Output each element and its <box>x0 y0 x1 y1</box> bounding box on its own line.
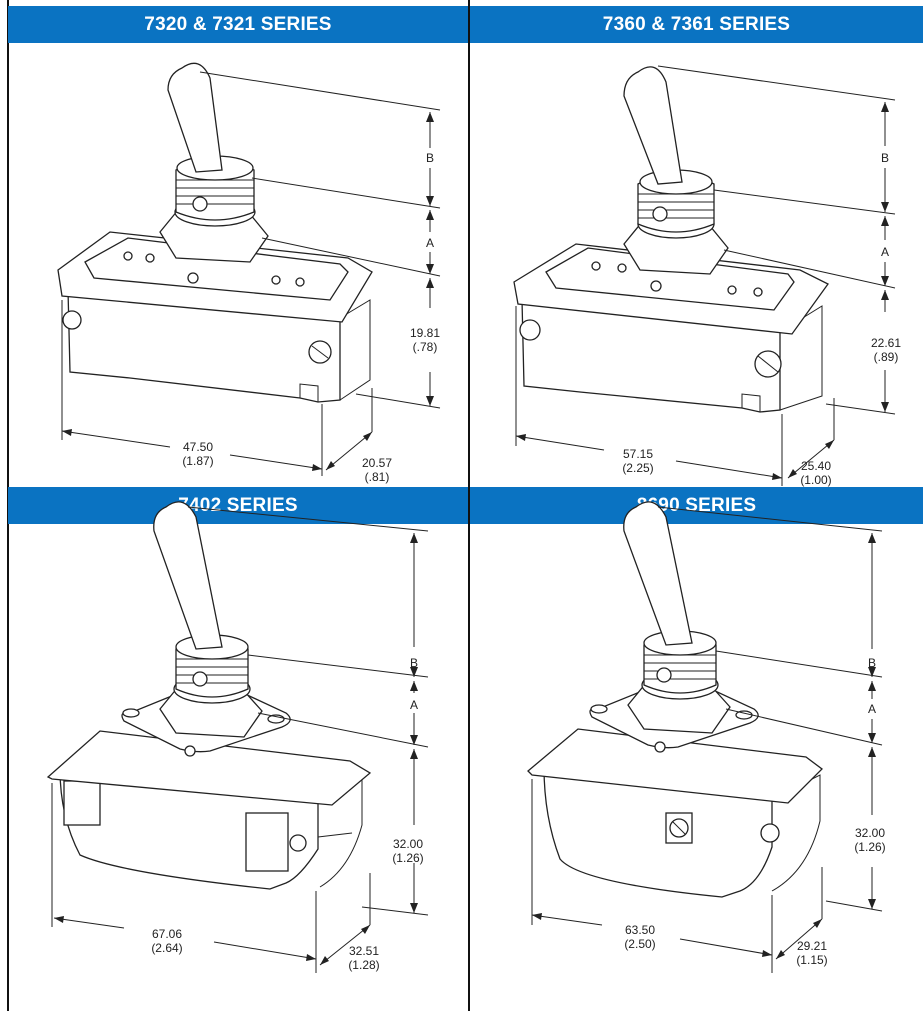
series-header-7402: 7402 SERIES <box>8 487 468 524</box>
dim-width-in: (2.50) <box>624 937 655 951</box>
dim-height-in: (1.26) <box>854 840 885 854</box>
dim-depth-mm: 20.57 <box>362 456 392 470</box>
series-header-8690: 8690 SERIES <box>470 487 923 524</box>
dim-width-in: (1.87) <box>182 454 213 468</box>
dim-depth-in: (1.15) <box>796 953 827 967</box>
switch-drawing-8690: B A 32.00 (1.26) 63.50 (2.50) 29.21 (1.1… <box>527 501 886 973</box>
series-title: 7360 & 7361 SERIES <box>602 13 791 35</box>
dim-depth-mm: 25.40 <box>801 459 831 473</box>
dim-label-b: B <box>426 151 434 165</box>
series-title: 7402 SERIES <box>178 494 298 516</box>
dim-height-in: (.78) <box>413 340 438 354</box>
panel-7402: B A 32.00 (1.26) 67.06 (2.64) 32.51 (1.2… <box>0 487 468 1011</box>
frame-center <box>468 0 470 1011</box>
dim-depth-in: (1.00) <box>800 473 831 487</box>
series-title: 8690 SERIES <box>636 494 757 516</box>
dim-height-mm: 19.81 <box>410 326 440 340</box>
series-header-7360: 7360 & 7361 SERIES <box>470 6 923 43</box>
series-header-7320: 7320 & 7321 SERIES <box>8 6 468 43</box>
dim-width-mm: 63.50 <box>625 923 655 937</box>
dim-depth-mm: 29.21 <box>797 939 827 953</box>
dim-label-b: B <box>868 656 876 670</box>
dim-width-in: (2.64) <box>151 941 182 955</box>
dim-depth-in: (1.28) <box>348 958 379 972</box>
dim-label-a: A <box>426 236 434 250</box>
dim-width-in: (2.25) <box>622 461 653 475</box>
switch-drawing-7320: B A 19.81 (.78) 47.50 (1.87) 20.57 (.81) <box>57 62 440 484</box>
dim-height-in: (1.26) <box>392 851 423 865</box>
dim-depth-mm: 32.51 <box>349 944 379 958</box>
switch-drawing-7360: B A 22.61 (.89) 57.15 (2.25) 25.40 (1.00… <box>513 65 901 487</box>
dim-height-mm: 22.61 <box>871 336 901 350</box>
dim-label-a: A <box>881 245 889 259</box>
dim-height-mm: 32.00 <box>855 826 885 840</box>
dim-depth-in: (.81) <box>365 470 390 484</box>
dim-width-mm: 47.50 <box>183 440 213 454</box>
panel-7320: B A 19.81 (.78) 47.50 (1.87) 20.57 (.81) <box>0 0 468 487</box>
dim-height-in: (.89) <box>874 350 899 364</box>
panel-8690: B A 32.00 (1.26) 63.50 (2.50) 29.21 (1.1… <box>470 487 923 1011</box>
panel-7360: B A 22.61 (.89) 57.15 (2.25) 25.40 (1.00… <box>470 0 923 487</box>
dim-label-b: B <box>410 656 418 670</box>
dim-width-mm: 57.15 <box>623 447 653 461</box>
dim-label-a: A <box>868 702 876 716</box>
dim-label-a: A <box>410 698 418 712</box>
switch-drawing-7402: B A 32.00 (1.26) 67.06 (2.64) 32.51 (1.2… <box>46 501 429 973</box>
dim-label-b: B <box>881 151 889 165</box>
series-title: 7320 & 7321 SERIES <box>144 13 332 35</box>
dim-width-mm: 67.06 <box>152 927 182 941</box>
dim-height-mm: 32.00 <box>393 837 423 851</box>
